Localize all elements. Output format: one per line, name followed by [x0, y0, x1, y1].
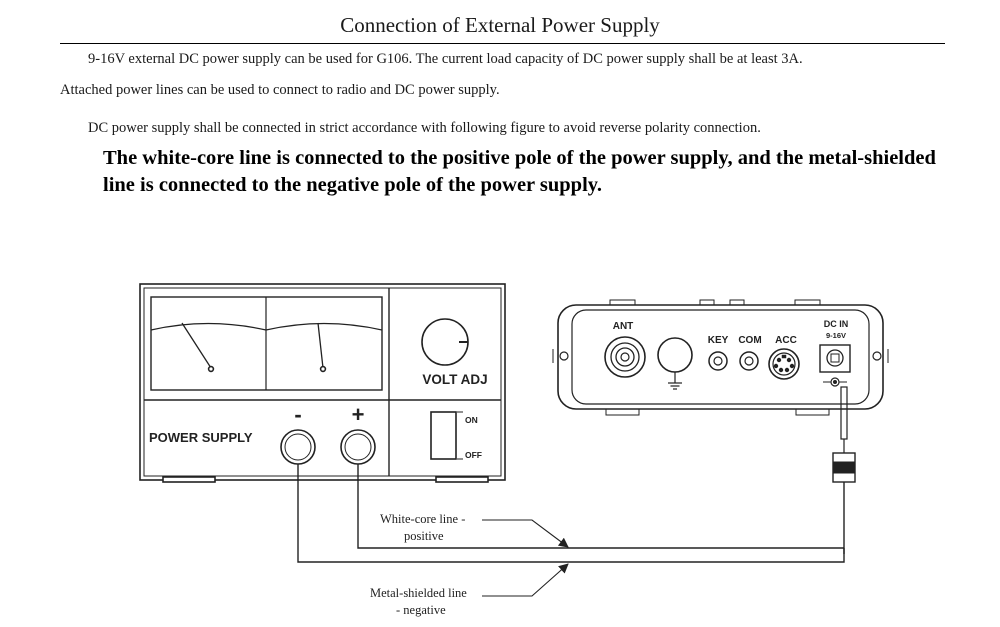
- ground-terminal[interactable]: [657, 337, 693, 373]
- key-jack[interactable]: [708, 351, 728, 371]
- radio-unit: [552, 299, 889, 416]
- polarity-notice: The white-core line is connected to the …: [103, 147, 936, 196]
- radio-rear-panel: [571, 309, 870, 405]
- paragraph-supply-requirement: 9-16V external DC power supply can be us…: [88, 51, 803, 67]
- metal-shielded-label: Metal-shielded line: [370, 586, 467, 600]
- key-label: KEY: [708, 335, 729, 346]
- com-label: COM: [738, 335, 761, 346]
- meter-right-pivot: [319, 365, 327, 373]
- positive-terminal[interactable]: [340, 429, 376, 465]
- power-switch[interactable]: [430, 411, 457, 460]
- acc-connector[interactable]: [768, 348, 800, 380]
- meter-left-needle: [181, 322, 212, 369]
- title-divider: [60, 43, 945, 44]
- dc-in-label: DC IN: [824, 319, 849, 329]
- dc-in-jack[interactable]: [819, 344, 851, 373]
- psu-body-outline: [139, 283, 506, 481]
- paragraph-power-lines: Attached power lines can be used to conn…: [60, 82, 500, 98]
- power-supply-unit: [139, 283, 506, 483]
- white-core-leader: [482, 519, 569, 548]
- white-core-label: White-core line -: [380, 512, 465, 526]
- acc-label: ACC: [775, 335, 797, 346]
- radio-screw-left: [559, 351, 569, 361]
- meter-left-pivot: [207, 365, 215, 373]
- white-core-sublabel: positive: [404, 529, 444, 543]
- minus-label: -: [294, 402, 301, 427]
- negative-terminal[interactable]: [280, 429, 316, 465]
- cable-plug: [840, 386, 848, 440]
- dc-range-label: 9-16V: [826, 331, 846, 340]
- page-title: Connection of External Power Supply: [340, 13, 660, 37]
- psu-foot-right: [435, 476, 489, 483]
- psu-body-inner: [143, 287, 502, 477]
- meter-left-scale: [150, 322, 267, 331]
- ant-connector[interactable]: [604, 336, 646, 378]
- switch-off-label: OFF: [465, 450, 482, 460]
- metal-shielded-line: [297, 464, 845, 563]
- psu-foot-left: [162, 476, 216, 483]
- ant-label: ANT: [613, 321, 634, 332]
- meter-right-needle: [317, 322, 324, 369]
- paragraph-polarity: DC power supply shall be connected in st…: [88, 120, 761, 136]
- power-cable: [297, 386, 856, 597]
- metal-shielded-sublabel: - negative: [396, 603, 446, 617]
- white-core-line: [357, 464, 844, 549]
- power-supply-label: POWER SUPPLY: [149, 430, 253, 445]
- com-jack[interactable]: [739, 351, 759, 371]
- plus-label: +: [352, 402, 365, 427]
- switch-on-label: ON: [465, 415, 478, 425]
- volt-adj-label: VOLT ADJ: [422, 372, 487, 387]
- metal-shielded-leader: [482, 563, 569, 597]
- meter-right-scale: [265, 322, 383, 331]
- radio-screw-right: [872, 351, 882, 361]
